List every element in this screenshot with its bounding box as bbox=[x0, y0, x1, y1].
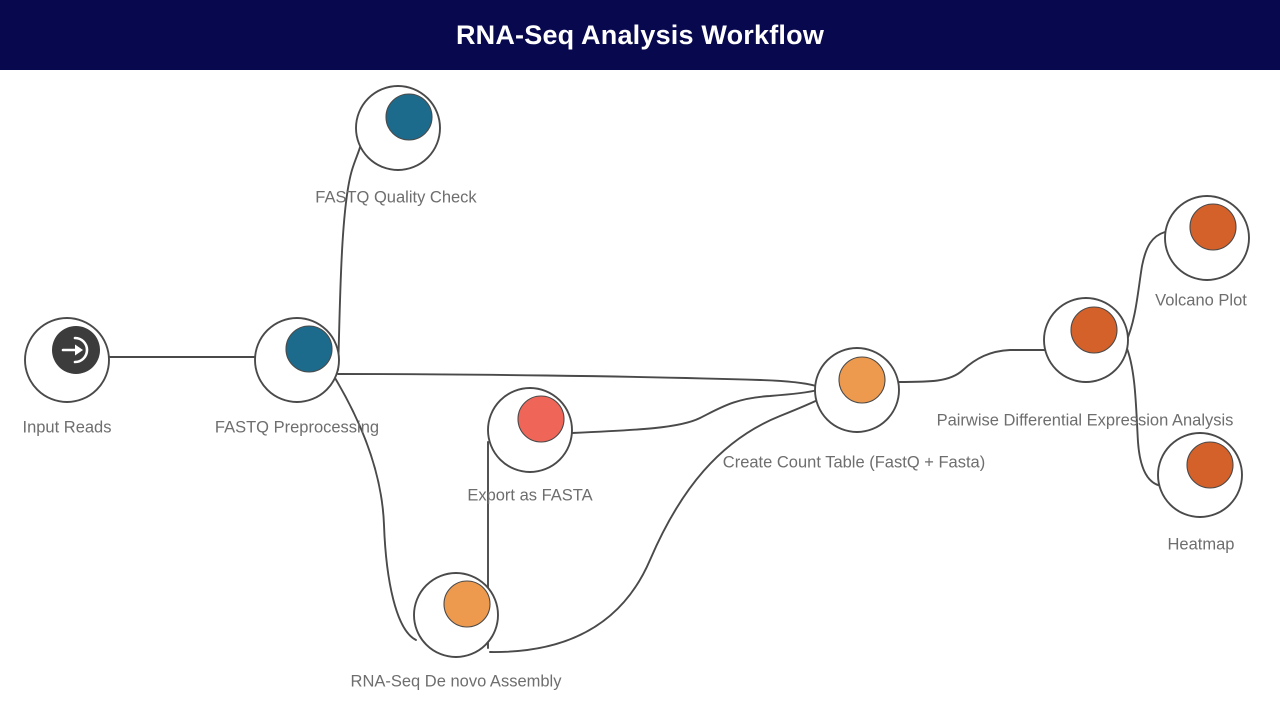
workflow-canvas[interactable]: Input Reads FASTQ Preprocessing FASTQ Qual… bbox=[0, 70, 1280, 720]
page-title: RNA-Seq Analysis Workflow bbox=[455, 19, 825, 50]
import-arc-icon bbox=[73, 336, 89, 364]
import-arrow-head-icon bbox=[75, 344, 83, 356]
node-label: Volcano Plot bbox=[1155, 291, 1247, 309]
edge-create-count-table-to-pairwise-differential-expression-analysis[interactable] bbox=[897, 349, 1047, 383]
node-label: Pairwise Differential Expression Analysi… bbox=[937, 411, 1234, 429]
node-label: Export as FASTA bbox=[467, 486, 592, 504]
node-label: FASTQ Quality Check bbox=[315, 188, 477, 206]
node-create-count-table[interactable]: Create Count Table (FastQ + Fasta) bbox=[723, 347, 985, 471]
node-status-dot bbox=[1189, 203, 1237, 251]
node-label: Heatmap bbox=[1168, 535, 1235, 553]
page-header: RNA-Seq Analysis Workflow bbox=[0, 0, 1280, 70]
edge-fastq-preprocessing-to-create-count-table[interactable] bbox=[337, 373, 817, 387]
node-label: Create Count Table (FastQ + Fasta) bbox=[723, 453, 985, 471]
node-status-dot bbox=[838, 356, 886, 404]
node-status-dot bbox=[443, 580, 491, 628]
edge-pairwise-differential-expression-analysis-to-heatmap[interactable] bbox=[1125, 345, 1163, 487]
node-status-dot bbox=[385, 93, 433, 141]
node-status-dot bbox=[517, 395, 565, 443]
edge-export-as-fasta-to-create-count-table[interactable] bbox=[571, 389, 819, 434]
edge-rnaseq-de-novo-assembly-to-create-count-table[interactable] bbox=[489, 396, 825, 653]
node-fastq-quality-check[interactable]: FASTQ Quality Check bbox=[315, 85, 477, 206]
edge-fastq-preprocessing-to-fastq-quality-check[interactable] bbox=[337, 129, 363, 371]
edge-fastq-preprocessing-to-rnaseq-de-novo-assembly[interactable] bbox=[334, 377, 417, 641]
node-rnaseq-de-novo-assembly[interactable]: RNA-Seq De novo Assembly bbox=[351, 572, 563, 690]
node-status-dot bbox=[285, 325, 333, 373]
node-input-reads[interactable]: Input Reads bbox=[23, 317, 112, 436]
node-label: RNA-Seq De novo Assembly bbox=[351, 672, 563, 690]
node-status-dot bbox=[1186, 441, 1234, 489]
node-fastq-preprocessing[interactable]: FASTQ Preprocessing bbox=[215, 317, 379, 436]
edges-layer bbox=[108, 129, 1166, 653]
workflow-graph: Input Reads FASTQ Preprocessing FASTQ Qual… bbox=[23, 85, 1250, 690]
node-heatmap[interactable]: Heatmap bbox=[1157, 432, 1243, 553]
node-status-dot bbox=[1070, 306, 1118, 354]
node-export-as-fasta[interactable]: Export as FASTA bbox=[467, 387, 593, 504]
node-volcano-plot[interactable]: Volcano Plot bbox=[1155, 195, 1250, 309]
node-pairwise-differential-expression-analysis[interactable]: Pairwise Differential Expression Analysi… bbox=[937, 297, 1234, 429]
edge-pairwise-differential-expression-analysis-to-volcano-plot[interactable] bbox=[1125, 231, 1166, 343]
nodes-layer: Input Reads FASTQ Preprocessing FASTQ Qual… bbox=[23, 85, 1250, 690]
node-label: Input Reads bbox=[23, 418, 112, 436]
node-label: FASTQ Preprocessing bbox=[215, 418, 379, 436]
